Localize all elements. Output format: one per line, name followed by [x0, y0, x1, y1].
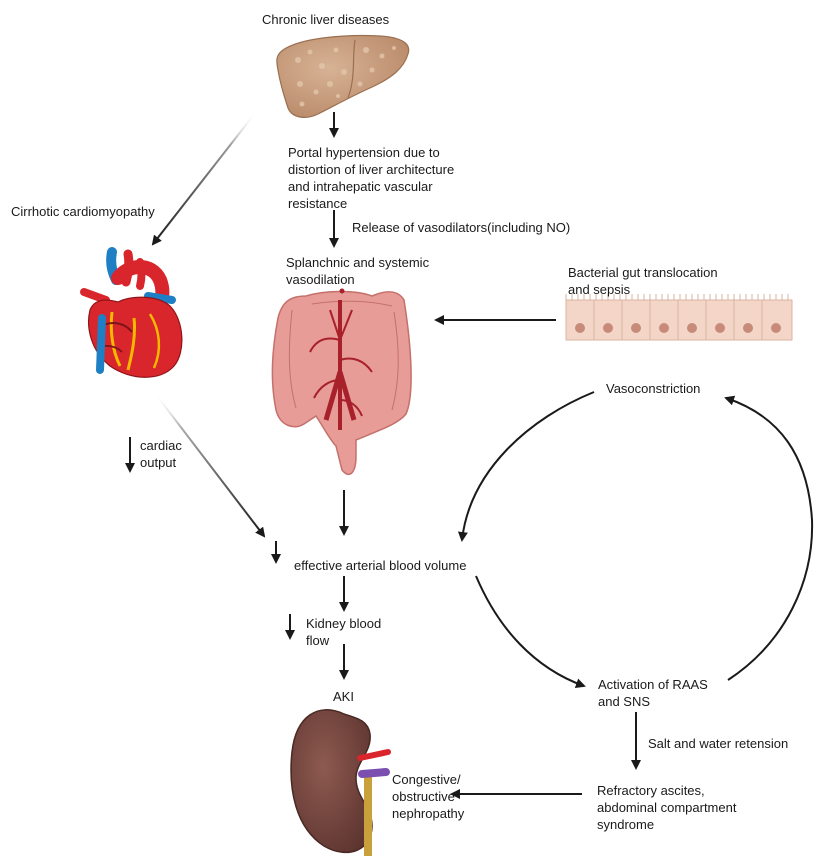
label-vasodilators: Release of vasodilators(including NO)	[352, 219, 570, 236]
kidney-icon	[291, 710, 388, 856]
label-cirrhotic-cardiomyopathy: Cirrhotic cardiomyopathy	[11, 203, 155, 220]
label-splanchnic: Splanchnic and systemic vasodilation	[286, 254, 429, 288]
liver-icon	[277, 36, 409, 118]
label-kidney-flow: Kidney blood flow	[306, 615, 381, 649]
arrow-raas-to-vasoconstriction	[726, 398, 812, 680]
label-vasoconstriction: Vasoconstriction	[606, 380, 700, 397]
label-effective-volume: effective arterial blood volume	[294, 557, 466, 574]
gut-epithelium-icon	[566, 294, 792, 340]
label-salt-water: Salt and water retension	[648, 735, 788, 752]
label-aki: AKI	[333, 688, 354, 705]
heart-icon	[84, 252, 182, 377]
arrow-vasoconstriction-to-volume	[462, 392, 594, 540]
flow-arrows	[130, 112, 812, 794]
intestine-icon	[272, 289, 411, 475]
label-bacterial: Bacterial gut translocation and sepsis	[568, 264, 718, 298]
label-raas: Activation of RAAS and SNS	[598, 676, 708, 710]
label-chronic-liver: Chronic liver diseases	[262, 11, 389, 28]
arrow-liver-to-heart	[153, 112, 256, 244]
label-refractory: Refractory ascites, abdominal compartmen…	[597, 782, 736, 833]
arrow-volume-to-raas	[476, 576, 584, 686]
label-congestive: Congestive/ obstructive nephropathy	[392, 771, 464, 822]
label-cardiac-output: cardiac output	[140, 437, 182, 471]
label-portal-hypertension: Portal hypertension due to distortion of…	[288, 144, 454, 212]
